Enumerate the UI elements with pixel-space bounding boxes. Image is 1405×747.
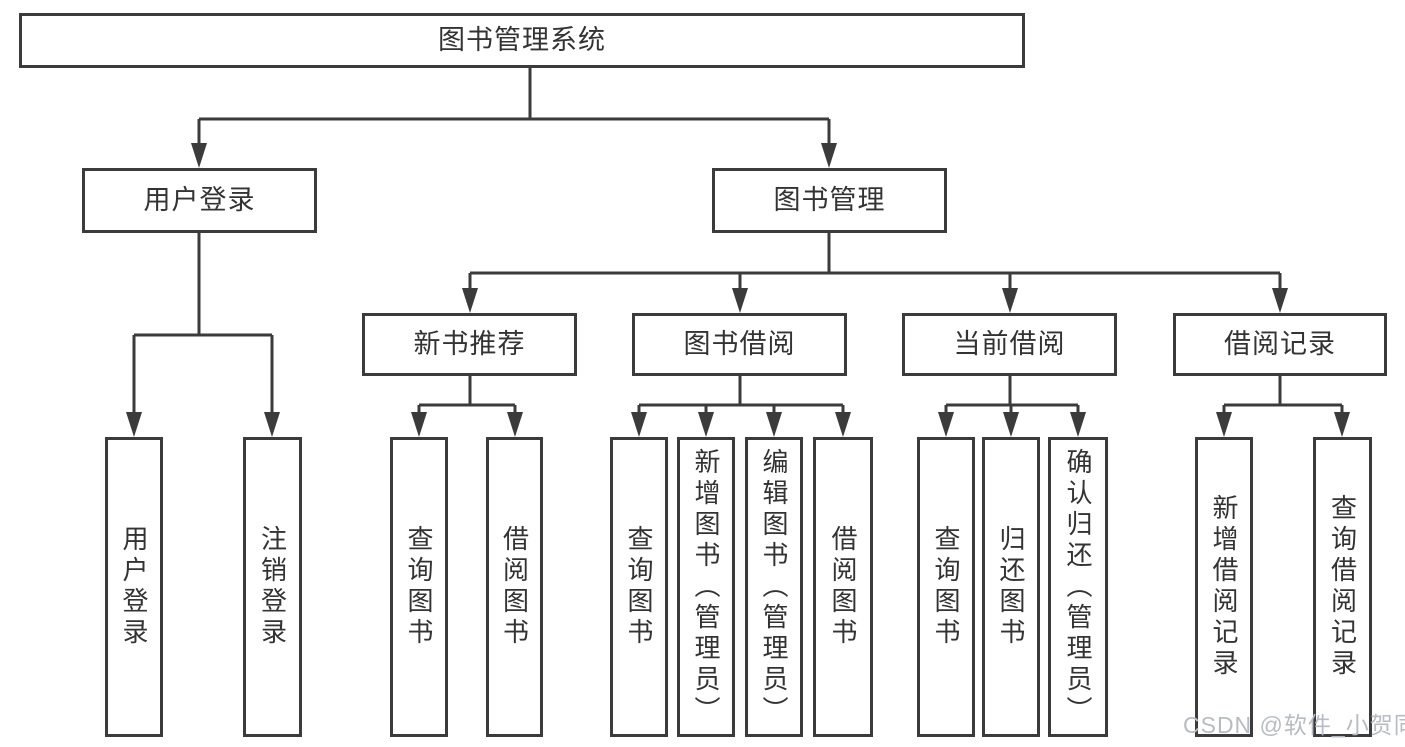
leaf-borrow-add-book-admin: 新增图书（管理员） [677,437,735,737]
leaf-label: 新增借阅记录 [1209,494,1239,680]
leaf-label: 查询图书 [931,525,961,649]
leaf-borrow-query-book: 查询图书 [610,437,668,737]
leaf-label: 查询图书 [404,525,434,649]
node-label: 图书借阅 [683,329,796,359]
leaf-current-query-book: 查询图书 [917,437,975,737]
leaf-label: 归还图书 [996,525,1026,649]
leaf-current-confirm-return-admin: 确认归还（管理员） [1048,437,1108,737]
leaf-label: 查询图书 [624,525,654,649]
leaf-borrow-edit-book-admin: 编辑图书（管理员） [745,437,803,737]
node-library-management-system: 图书管理系统 [19,13,1025,68]
leaf-logout: 注销登录 [243,437,302,737]
leaf-label: 借阅图书 [499,525,530,649]
leaf-borrow-borrow-book: 借阅图书 [813,437,873,737]
csdn-watermark: CSDN @软件_小贺同学 [1183,712,1405,738]
leaf-label: 注销登录 [257,525,288,649]
node-book-management: 图书管理 [712,168,947,233]
leaf-label: 用户登录 [119,525,149,649]
leaf-current-return-book: 归还图书 [982,437,1040,737]
leaf-label: 借阅图书 [828,525,858,649]
node-label: 当前借阅 [953,329,1066,359]
node-label: 图书管理系统 [438,25,606,55]
leaf-label: 新增图书（管理员） [691,447,721,727]
connector-records-split [1222,376,1344,415]
node-label: 图书管理 [773,185,886,215]
leaf-user-login: 用户登录 [105,437,163,737]
node-book-borrow: 图书借阅 [632,313,847,376]
connector-root-split [197,68,831,146]
leaf-records-query-record: 查询借阅记录 [1313,437,1372,737]
node-label: 新书推荐 [413,329,526,359]
connector-recommend-split [417,376,517,415]
leaf-recommend-query-book: 查询图书 [390,437,448,737]
connector-current-split [944,376,1080,415]
leaf-label: 编辑图书（管理员） [759,447,789,727]
node-user-login: 用户登录 [82,168,317,233]
node-label: 用户登录 [143,185,256,215]
connector-borrow-split [637,376,845,415]
node-new-book-recommend: 新书推荐 [362,313,577,376]
node-label: 借阅记录 [1224,329,1336,359]
leaf-label: 确认归还（管理员） [1063,447,1093,727]
leaf-records-add-record: 新增借阅记录 [1195,437,1253,737]
leaf-recommend-borrow-book: 借阅图书 [486,437,543,737]
leaf-label: 查询借阅记录 [1327,494,1358,680]
node-borrow-records: 借阅记录 [1173,313,1387,376]
connector-book-mgmt-split [468,233,1282,291]
node-current-borrow: 当前借阅 [902,313,1117,376]
connector-user-login-split [132,233,274,415]
